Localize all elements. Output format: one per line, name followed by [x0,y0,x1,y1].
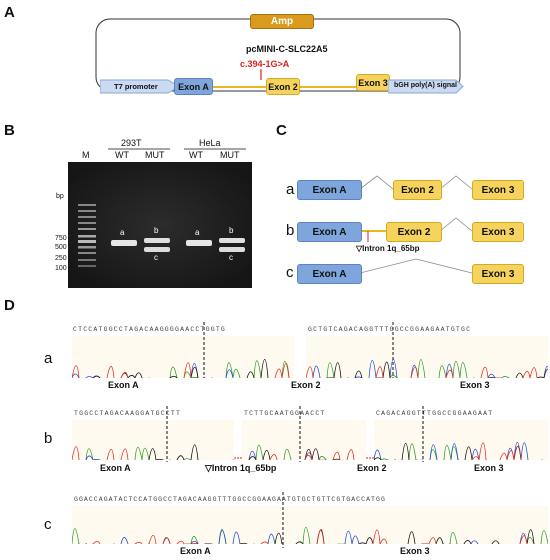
chrom-c-label-exon-3: Exon 3 [400,546,430,556]
marker-750: 750 [55,235,67,242]
chrom-a-seq-2: GCTGTCAGACAGGTTTGGCCGGAAGAATGTGC [308,326,472,333]
splice-b-intron-note: ▽Intron 1q_65bp [356,244,420,253]
trace-line [72,360,290,378]
chrom-row-b-letter: b [44,430,53,447]
gel-band-label: c [154,253,158,262]
splice-b-exon-2: Exon 2 [386,222,442,242]
gel-band-label: a [195,228,200,237]
splice-a-exon-2: Exon 2 [393,180,442,200]
junction-line-c [282,492,284,548]
cell-line-underlines [108,148,246,150]
chrom-c-seq-1: GGACCAGATACTCCATGGCCTAGACAAGGTTTGGCCGGAA… [74,496,386,503]
chrom-b-seq-3: CAGACAGGTTTGGCCGGAAGAAT [376,410,494,417]
chrom-b-seq-1: TGGCCTAGACAAGGATGCCTT [74,410,182,417]
gel-band-label: b [154,226,159,235]
splice-a-exon-a: Exon A [297,180,362,200]
chromatogram-b-part-2 [242,420,366,460]
chromatogram-c [72,506,548,544]
chromatogram-b-part-3 [374,420,548,460]
chrom-a-label-exon-2: Exon 2 [291,380,321,390]
marker-100: 100 [55,265,67,272]
gel-band-label: c [229,253,233,262]
cell-line-hela: HeLa [199,138,221,148]
panel-label-c: C [276,122,287,139]
marker-250: 250 [55,255,67,262]
chrom-b-label-exon-2: Exon 2 [357,463,387,473]
bgh-label: bGH poly(A) signal [394,82,457,89]
bgh-polya-arrow: bGH poly(A) signal [387,79,464,94]
chrom-b-seq-2: TCTTGCAATGGAACCT [244,410,326,417]
lane-label-m: M [82,150,90,160]
plasmid-exon-a: Exon A [174,78,213,95]
chrom-row-c-letter: c [44,516,52,533]
trace-line [374,442,543,460]
splice-connectors [359,175,473,274]
gel-band-label: b [229,226,234,235]
lane-label-wt-293t: WT [115,150,129,160]
splice-a-exon-3: Exon 3 [472,180,524,200]
t7-promoter-arrow: T7 promoter [99,79,180,94]
panel-label-b: B [4,122,15,139]
trace-line [72,529,548,544]
junction-lines-b [166,406,424,462]
bp-label: bp [56,193,64,200]
lane-label-mut-hela: MUT [220,150,240,160]
splice-row-c-letter: c [286,264,294,281]
trace-line [72,529,548,544]
splice-row-b-letter: b [286,222,295,239]
lane-label-wt-hela: WT [189,150,203,160]
plasmid-exon-2: Exon 2 [266,78,300,95]
junction-lines-a [203,322,394,378]
chrom-b-label-exon-3: Exon 3 [474,463,504,473]
panel-label-a: A [4,4,15,21]
panel-label-d: D [4,297,15,314]
chromatogram-a-part-1 [72,336,294,378]
gel-band-label: a [120,228,125,237]
splice-c-exon-3: Exon 3 [472,264,524,284]
chromatogram-b-part-1 [72,420,234,460]
splice-b-exon-3: Exon 3 [472,222,524,242]
t7-label: T7 promoter [114,82,158,91]
splice-row-a-letter: a [286,181,295,198]
mutation-label: c.394-1G>A [240,59,290,69]
marker-500: 500 [55,244,67,251]
lane-label-mut-293t: MUT [145,150,165,160]
chrom-a-label-exon-3: Exon 3 [460,380,490,390]
chrom-c-label-exon-a: Exon A [180,546,211,556]
chrom-a-label-exon-a: Exon A [108,380,139,390]
chrom-row-a-letter: a [44,350,53,367]
plasmid-name: pcMINI-C-SLC22A5 [246,44,328,54]
amp-box: Amp [250,14,314,29]
gel-image: a b c a b c [68,162,252,288]
chrom-a-seq-1: CTCCATGGCCTAGACAAGGGGAACCTGGTG [73,326,227,333]
splice-c-exon-a: Exon A [297,264,362,284]
chrom-b-label-exon-a: Exon A [100,463,131,473]
chrom-b-label-intron: ▽Intron 1q_65bp [205,463,277,473]
chromatogram-a-part-2 [306,336,548,378]
cell-line-293t: 293T [121,138,142,148]
splice-b-exon-a: Exon A [297,222,362,242]
trace-line [72,362,290,378]
